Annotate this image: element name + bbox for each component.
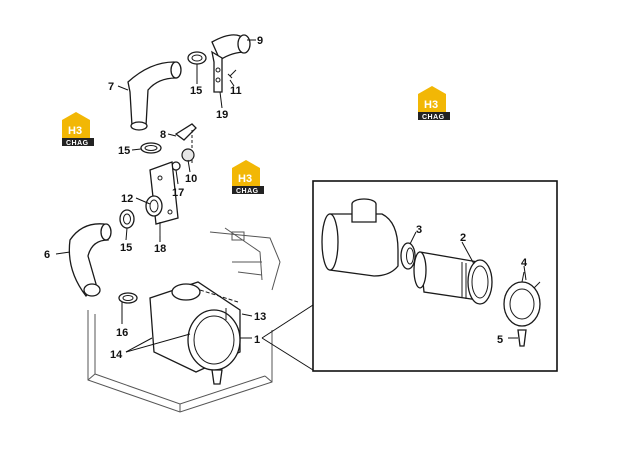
detail-inset xyxy=(261,180,558,372)
brand-logo: H3 CHAG xyxy=(232,160,264,195)
restriction-indicator xyxy=(171,123,197,171)
callout-7: 7 xyxy=(108,81,114,93)
air-cleaner-main xyxy=(149,281,241,385)
logo-brand-text: CHAG xyxy=(66,140,89,147)
brand-logo: H3 CHAG xyxy=(418,86,450,121)
inset-callout-2: 2 xyxy=(460,232,466,244)
callout-9: 9 xyxy=(257,35,263,47)
callout-6: 6 xyxy=(44,249,50,261)
svg-text:CHAG: CHAG xyxy=(236,188,259,195)
inset-callout-5: 5 xyxy=(497,334,503,346)
lower-hose xyxy=(68,223,138,304)
svg-text:CHAG: CHAG xyxy=(422,114,445,121)
svg-text:H3: H3 xyxy=(238,173,252,185)
brand-logo: H3 CHAG xyxy=(62,112,94,147)
callout-15: 15 xyxy=(190,85,202,97)
callout-12: 12 xyxy=(121,193,133,205)
leader-lines xyxy=(55,39,527,353)
callout-15: 15 xyxy=(118,145,130,157)
callout-labels: 9 7 15 11 19 8 15 10 17 12 15 18 6 16 13… xyxy=(44,35,528,361)
inset-callout-4: 4 xyxy=(521,257,528,269)
intake-adapter xyxy=(119,161,179,236)
callout-15: 15 xyxy=(120,242,132,254)
callout-17: 18 xyxy=(154,243,166,255)
callout-19: 17 xyxy=(172,187,184,199)
inset-callout-3: 3 xyxy=(416,224,422,236)
callout-8: 8 xyxy=(160,129,166,141)
callout-18: 19 xyxy=(216,109,228,121)
callout-10: 10 xyxy=(185,173,197,185)
logo-mark-text: H3 xyxy=(68,125,82,137)
callout-1: 1 xyxy=(254,334,260,346)
machine-frame xyxy=(87,227,281,413)
svg-text:H3: H3 xyxy=(424,99,438,111)
callout-16: 16 xyxy=(116,327,128,339)
callout-14: 14 xyxy=(110,349,123,361)
callout-11: 11 xyxy=(230,85,242,97)
callout-13: 13 xyxy=(254,311,266,323)
